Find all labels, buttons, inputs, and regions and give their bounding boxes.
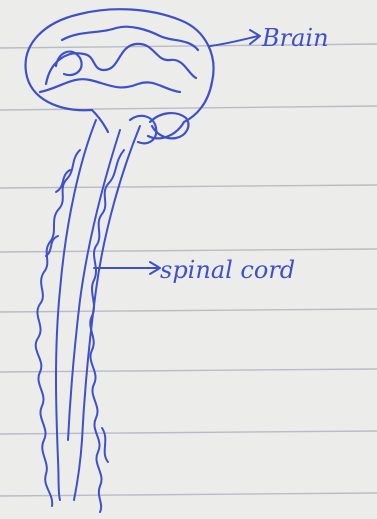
brain-label: Brain: [261, 24, 329, 52]
spinal-cord-arrow: [94, 262, 160, 274]
spinal-cord-label: spinal cord: [160, 256, 295, 284]
brain-label-group: Brain: [210, 24, 329, 52]
brain-drawing: [26, 9, 214, 143]
spinal-cord-drawing: [36, 120, 140, 512]
brain-arrow: [210, 30, 260, 46]
spinal-cord-label-group: spinal cord: [94, 256, 295, 284]
